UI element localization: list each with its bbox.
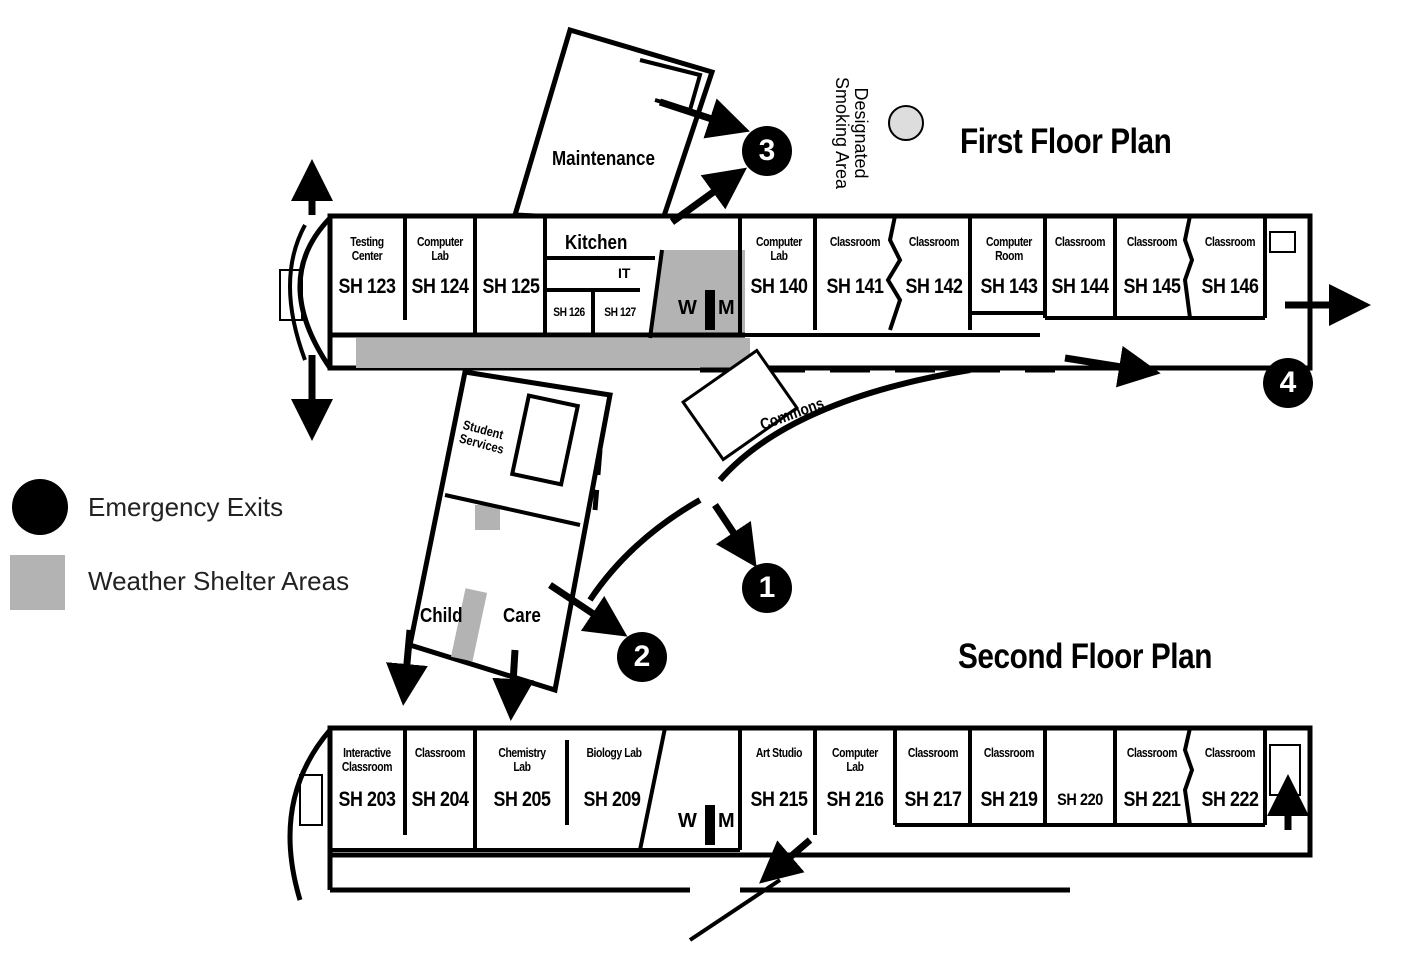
room-number: SH 125 <box>482 275 540 298</box>
room-label: Biology Lab <box>586 745 642 760</box>
it-label: IT <box>618 265 631 281</box>
room-number: SH 203 <box>338 788 396 811</box>
room-number: SH 219 <box>980 788 1038 811</box>
legend-weather-shelter: Weather Shelter Areas <box>88 566 350 596</box>
room-number: SH 216 <box>826 788 884 811</box>
restroom-m-1: M <box>718 297 735 319</box>
room-label: Computer Lab <box>417 234 463 263</box>
first-floor-title: First Floor Plan <box>960 122 1172 161</box>
room-label: Interactive Classroom <box>341 745 393 774</box>
exit-marker-1: 1 <box>742 563 792 613</box>
room-number: SH 124 <box>411 275 469 298</box>
room-label: Computer Lab <box>756 234 802 263</box>
room-label: Chemistry Lab <box>498 745 546 774</box>
room-number: SH 123 <box>338 275 396 298</box>
room-number: SH 143 <box>980 275 1038 298</box>
room-label: Computer Room <box>986 234 1032 263</box>
room-label: Classroom <box>983 745 1035 760</box>
room-number: SH 205 <box>493 788 551 811</box>
room-number: SH 141 <box>826 275 884 298</box>
room-number: SH 145 <box>1123 275 1181 298</box>
room-number: SH 222 <box>1201 788 1259 811</box>
room-label: Classroom <box>1054 234 1106 249</box>
exit-marker-4: 4 <box>1263 358 1313 408</box>
shelter-corridor <box>356 338 750 368</box>
care-label: Care <box>503 605 541 627</box>
room-number: SH 142 <box>905 275 963 298</box>
shelter-child-care <box>450 588 488 662</box>
room-label: Classroom <box>414 745 466 760</box>
second-floor-block <box>327 725 1313 858</box>
legend-shelter-swatch <box>10 555 65 610</box>
room-number: SH 140 <box>750 275 808 298</box>
room-label: Classroom <box>1204 234 1256 249</box>
room-number: SH 221 <box>1123 788 1181 811</box>
smoking-area-marker <box>888 105 924 141</box>
restroom-w-2: W <box>678 810 697 832</box>
room-number: SH 217 <box>904 788 962 811</box>
maintenance-wing <box>511 26 716 225</box>
restroom-w-1: W <box>678 297 697 319</box>
shelter-stairwell <box>650 250 745 338</box>
room-label: Classroom <box>1126 234 1178 249</box>
commons-wall <box>717 367 971 482</box>
room-number: SH 220 <box>1057 790 1103 809</box>
room-number: SH 127 <box>604 305 636 319</box>
room-label: Art Studio <box>755 745 803 760</box>
second-floor-title: Second Floor Plan <box>958 637 1212 676</box>
legend-exit-swatch <box>12 479 68 535</box>
restroom-m-2: M <box>718 810 735 832</box>
maintenance-label: Maintenance <box>552 148 655 170</box>
room-number: SH 146 <box>1201 275 1259 298</box>
child-care-wing <box>407 369 613 694</box>
room-number: SH 144 <box>1051 275 1109 298</box>
room-number: SH 204 <box>411 788 469 811</box>
child-label: Child <box>420 605 463 627</box>
exit-marker-2: 2 <box>617 632 667 682</box>
exit-marker-3: 3 <box>742 126 792 176</box>
room-number: SH 209 <box>583 788 641 811</box>
room-label: Testing Center <box>350 234 384 263</box>
exit-arrows <box>291 98 1371 884</box>
shelter-student-services <box>475 505 500 530</box>
room-label: Computer Lab <box>832 745 878 774</box>
room-number: SH 215 <box>750 788 808 811</box>
kitchen-label: Kitchen <box>565 232 628 254</box>
legend-emergency-exits: Emergency Exits <box>88 492 284 522</box>
smoking-area-label: Designated Smoking Area <box>832 76 871 190</box>
room-label: Classroom <box>908 234 960 249</box>
room-number: SH 126 <box>553 305 585 319</box>
room-label: Classroom <box>1126 745 1178 760</box>
room-label: Classroom <box>829 234 881 249</box>
room-label: Classroom <box>1204 745 1256 760</box>
room-label: Classroom <box>907 745 959 760</box>
